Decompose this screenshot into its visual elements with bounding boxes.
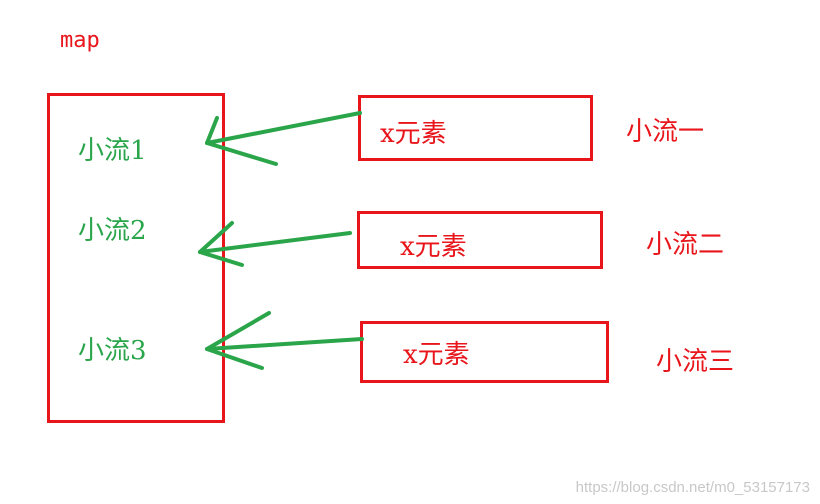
map-title: map bbox=[60, 28, 100, 53]
arrow-3-icon bbox=[205, 311, 364, 370]
element-box-3 bbox=[360, 321, 609, 383]
map-flow-2-label: 小流2 bbox=[78, 216, 147, 246]
element-3-name: 小流三 bbox=[656, 347, 735, 377]
map-flow-3-label: 小流3 bbox=[78, 336, 147, 366]
element-box-2-label: x元素 bbox=[400, 232, 467, 262]
element-1-name: 小流一 bbox=[626, 117, 705, 147]
element-box-1 bbox=[358, 95, 593, 161]
element-box-1-label: x元素 bbox=[380, 119, 447, 149]
map-flow-1-label: 小流1 bbox=[78, 136, 147, 166]
watermark-text: https://blog.csdn.net/m0_53157173 bbox=[575, 479, 810, 496]
arrow-2-icon bbox=[198, 221, 352, 267]
element-2-name: 小流二 bbox=[646, 230, 725, 260]
arrow-1-icon bbox=[205, 111, 362, 166]
element-box-3-label: x元素 bbox=[403, 340, 470, 370]
element-box-2 bbox=[357, 211, 603, 269]
